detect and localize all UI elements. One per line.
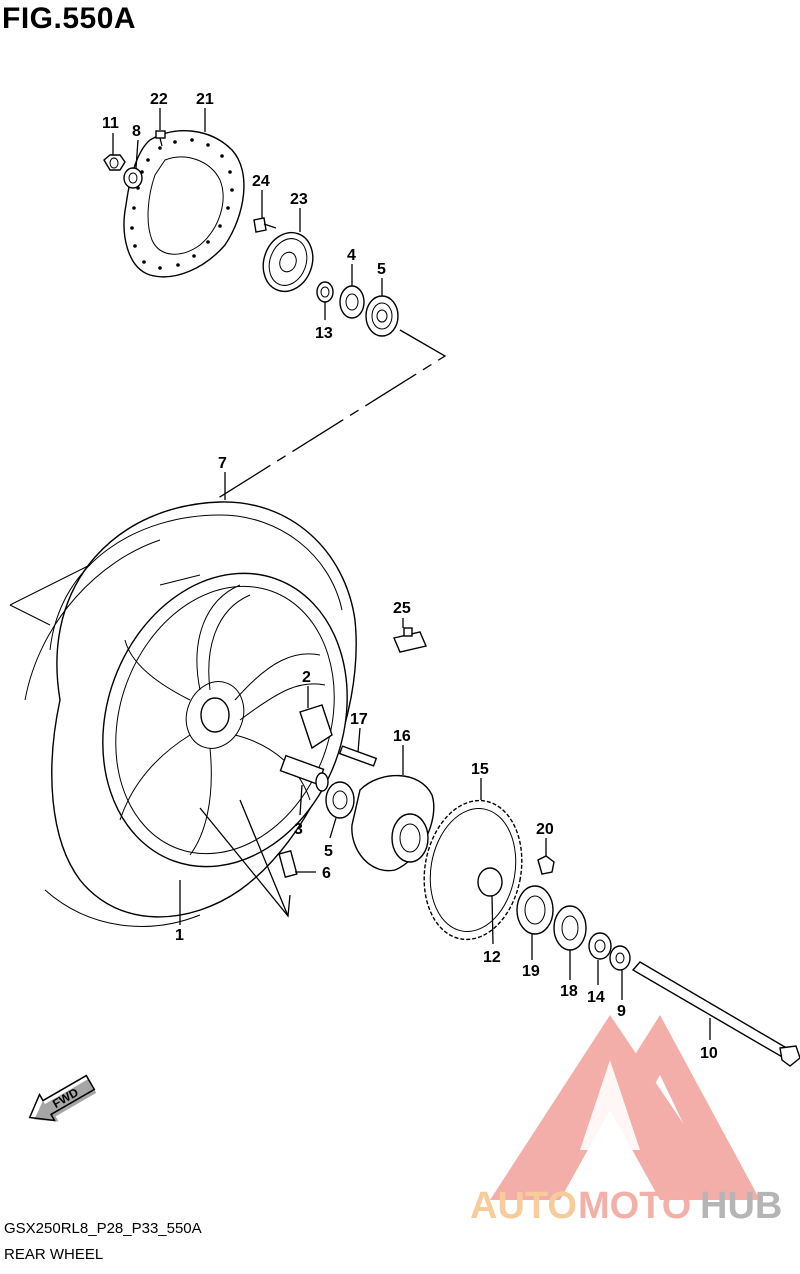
callout-2: 2 <box>302 669 311 686</box>
collar-13 <box>316 281 334 303</box>
callout-24: 24 <box>252 173 270 190</box>
bolt-17 <box>338 745 378 767</box>
oil-seal-18 <box>553 905 587 951</box>
tire-tread-detail <box>9 564 201 626</box>
watermark-triangle-right <box>600 1015 760 1200</box>
callout-19: 19 <box>522 963 540 980</box>
brake-disc <box>123 130 245 278</box>
watermark-hub: HUB <box>700 1185 782 1227</box>
callout-7: 7 <box>218 455 227 472</box>
callout-5-top: 5 <box>377 261 386 278</box>
figure-title: FIG.550A <box>2 2 137 35</box>
callout-15: 15 <box>471 761 489 778</box>
bolt-22 <box>155 130 166 147</box>
callout-17: 17 <box>350 711 368 728</box>
callout-23: 23 <box>290 191 308 208</box>
rear-wheel-rim <box>102 572 348 868</box>
callout-11: 11 <box>102 115 119 132</box>
callout-12: 12 <box>483 949 501 966</box>
callout-9: 9 <box>617 1003 626 1020</box>
balancer-weight-25 <box>393 627 427 653</box>
axle-10 <box>631 961 800 1067</box>
bearing-19 <box>516 885 554 935</box>
bearing-5-top <box>365 295 399 337</box>
callout-8: 8 <box>132 123 141 140</box>
nut-20 <box>537 855 555 875</box>
callout-21: 21 <box>196 91 214 108</box>
bolt-24 <box>253 217 277 233</box>
forward-direction-arrow: FWD <box>28 1074 97 1122</box>
sensor-ring-23 <box>262 231 314 293</box>
callout-4: 4 <box>347 247 356 264</box>
watermark-logo: AUTO MOTO HUB <box>470 1015 782 1227</box>
sprocket-hub-16 <box>351 774 435 872</box>
oil-seal-4 <box>339 285 365 319</box>
callout-22: 22 <box>150 91 168 108</box>
bearing-5-lower <box>325 781 355 819</box>
figure-code: GSX250RL8_P28_P33_550A <box>4 1220 202 1237</box>
callout-1: 1 <box>175 927 184 944</box>
callout-6: 6 <box>322 865 331 882</box>
callout-25: 25 <box>393 600 411 617</box>
washer-9 <box>609 945 631 971</box>
assembly-leader-line <box>214 329 447 501</box>
rear-sprocket-15 <box>423 799 523 941</box>
callout-13: 13 <box>315 325 333 342</box>
valve-6 <box>278 849 298 879</box>
spacer-3 <box>279 754 329 792</box>
leader-lines <box>112 108 711 1040</box>
callout-10: 10 <box>700 1045 718 1062</box>
damper-2 <box>299 704 333 750</box>
callout-labels: 11 22 21 8 24 23 4 5 13 7 25 2 17 16 15 … <box>102 91 718 1062</box>
callout-18: 18 <box>560 983 578 1000</box>
watermark-moto: MOTO <box>578 1185 691 1227</box>
nut-11 <box>103 154 126 171</box>
callout-3: 3 <box>294 821 303 838</box>
callout-20: 20 <box>536 821 554 838</box>
callout-14: 14 <box>587 989 605 1006</box>
watermark-auto: AUTO <box>470 1185 577 1227</box>
collar-14 <box>588 932 612 960</box>
washer-8 <box>123 167 143 189</box>
figure-name: REAR WHEEL <box>4 1246 104 1263</box>
callout-16: 16 <box>393 728 411 745</box>
callout-5-lower: 5 <box>324 843 333 860</box>
